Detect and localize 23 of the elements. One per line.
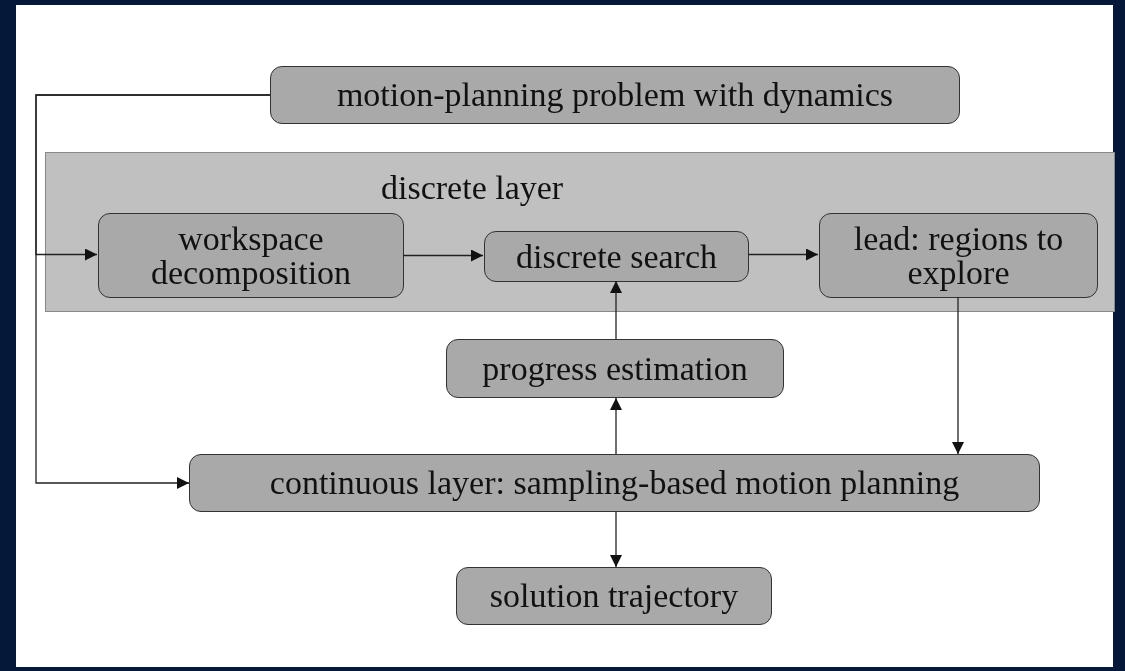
arrow	[952, 296, 964, 455]
arrow	[35, 94, 271, 489]
process-box	[484, 231, 749, 282]
box-label: discrete search	[515, 239, 717, 274]
process-box	[819, 213, 1098, 298]
arrow	[610, 397, 622, 455]
box-label: progress estimation	[482, 351, 748, 386]
process-box	[189, 454, 1040, 512]
arrow	[610, 280, 622, 340]
box-label: motion-planning problem with dynamics	[336, 78, 894, 112]
arrow	[747, 248, 819, 261]
process-box	[456, 567, 772, 625]
layer-band	[45, 152, 1115, 312]
process-box	[446, 339, 784, 398]
process-box	[270, 66, 960, 124]
arrow	[610, 511, 622, 568]
arrow	[402, 249, 484, 262]
process-box	[98, 213, 404, 298]
box-label: solution trajectory	[489, 579, 739, 613]
layer-heading: discrete layer	[381, 171, 564, 205]
box-label: lead: regions to explore	[852, 221, 1065, 290]
box-label: workspace decomposition	[149, 221, 353, 290]
box-label: continuous layer: sampling-based motion planning	[269, 466, 960, 500]
